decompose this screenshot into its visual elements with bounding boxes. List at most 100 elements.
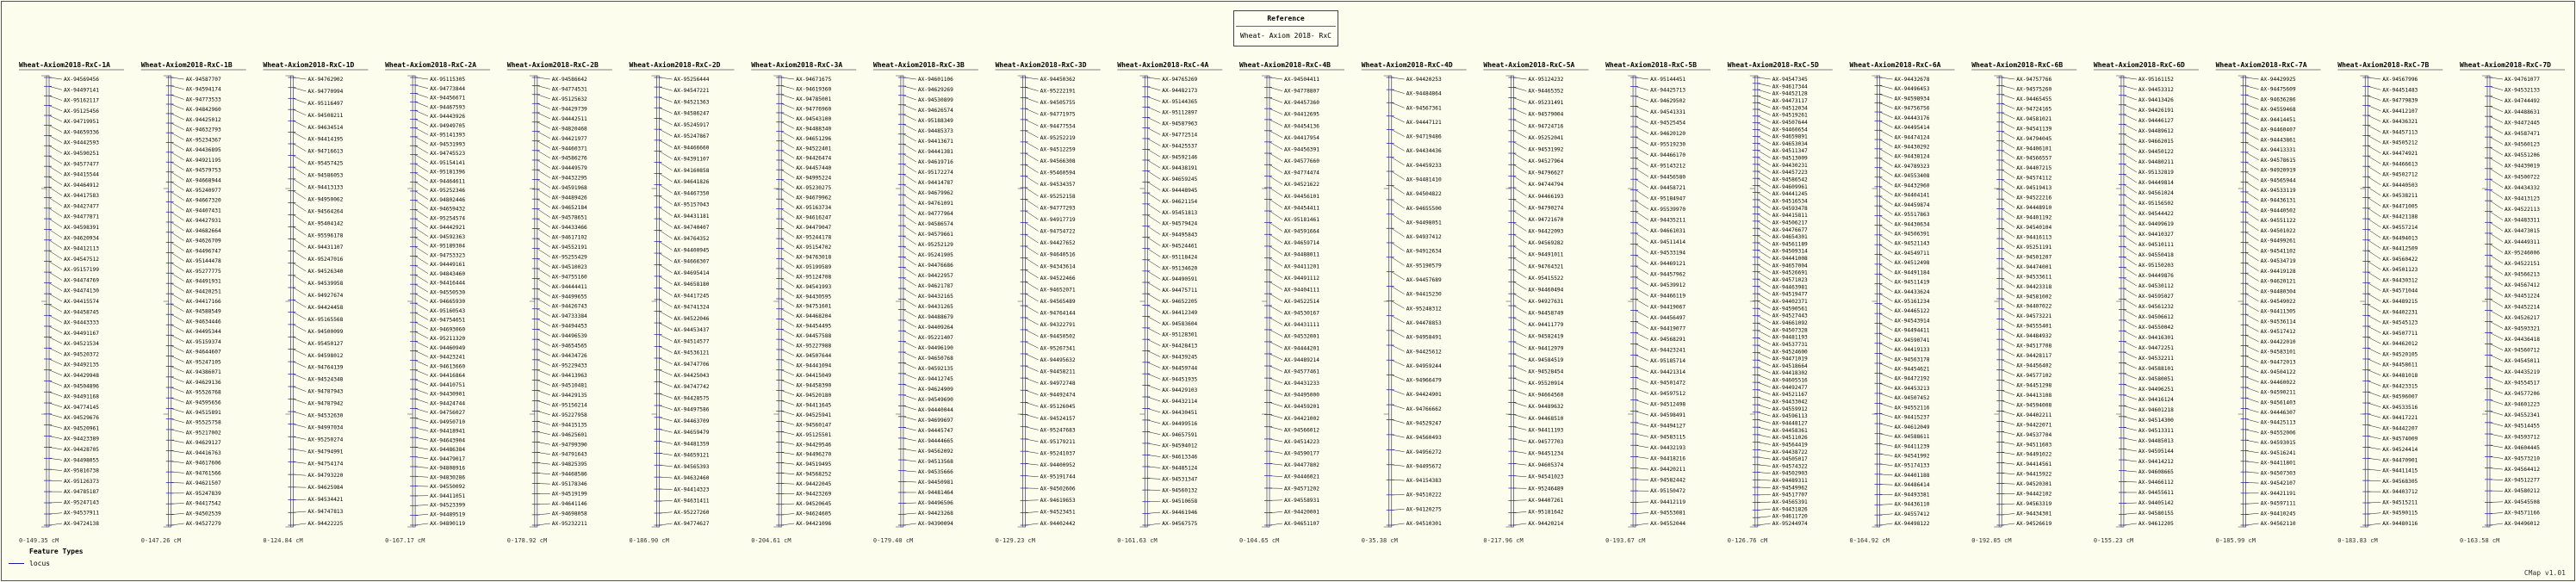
- marker-label: AX-95161152: [2138, 77, 2174, 83]
- marker-label: AX-94949705: [430, 123, 465, 129]
- marker-label: AX-94436321: [2382, 119, 2418, 125]
- marker-connector: [1269, 365, 1283, 372]
- marker-label: AX-94619653: [1040, 498, 1076, 504]
- marker-label: AX-94420214: [1528, 521, 1563, 527]
- marker-label: AX-94519477: [1772, 292, 1808, 298]
- marker-label: AX-94569456: [64, 77, 99, 83]
- marker-connector: [903, 351, 916, 359]
- marker-label: AX-95156214: [552, 402, 587, 408]
- marker-label: AX-94411051: [430, 493, 465, 499]
- marker-connector: [1391, 115, 1405, 123]
- marker-label: AX-94431265: [918, 304, 953, 310]
- marker-label: AX-94512498: [1650, 402, 1685, 408]
- marker-label: AX-94537731: [1772, 342, 1808, 348]
- marker-label: AX-94526691: [1772, 270, 1808, 276]
- marker-label: AX-94532211: [2138, 356, 2174, 362]
- marker-label: AX-94511347: [1772, 148, 1808, 154]
- marker-label: AX-94651296: [796, 136, 831, 142]
- marker-connector: [1025, 293, 1039, 302]
- marker-connector: [415, 102, 429, 108]
- marker-connector: [1757, 367, 1771, 374]
- marker-label: AX-94632460: [674, 475, 710, 481]
- marker-connector: [414, 302, 429, 311]
- marker-label: AX-95178346: [552, 481, 587, 487]
- marker-label: AX-94449814: [2138, 180, 2174, 186]
- marker-label: AX-94580212: [2505, 488, 2540, 494]
- marker-connector: [1391, 102, 1405, 108]
- marker-connector: [1147, 396, 1161, 402]
- marker-label: AX-94583101: [2261, 350, 2296, 356]
- marker-label: AX-94547345: [1772, 77, 1808, 83]
- marker-label: AX-94474921: [2382, 151, 2418, 157]
- chromosome-axis: [289, 75, 294, 528]
- marker-label: AX-94564264: [307, 208, 343, 214]
- marker-connector: [1879, 85, 1893, 90]
- marker-label: AX-94495672: [1406, 463, 1442, 469]
- marker-connector: [1025, 141, 1039, 150]
- marker-label: AX-94472445: [2505, 120, 2540, 126]
- marker-connector: [659, 441, 673, 444]
- marker-label: AX-94766662: [1406, 406, 1442, 412]
- marker-connector: [1391, 89, 1405, 94]
- marker-connector: [903, 267, 917, 276]
- marker-connector: [171, 85, 184, 90]
- marker-label: AX-94956272: [1406, 449, 1442, 455]
- marker-label: AX-94561189: [1772, 241, 1808, 247]
- marker-label: AX-94774145: [64, 405, 99, 411]
- marker-label: AX-94496747: [186, 248, 221, 254]
- marker-label: AX-94567361: [1406, 105, 1442, 111]
- marker-connector: [1269, 210, 1283, 220]
- marker-connector: [1391, 449, 1405, 452]
- marker-label: AX-94474130: [64, 288, 99, 294]
- marker-connector: [48, 115, 63, 122]
- marker-connector: [781, 218, 795, 228]
- marker-label: AX-94794045: [2016, 136, 2051, 142]
- marker-label: AX-94411645: [796, 402, 831, 408]
- marker-connector: [537, 400, 550, 406]
- marker-label: AX-94417954: [1284, 135, 1319, 141]
- marker-label: AX-94413963: [552, 373, 587, 379]
- marker-connector: [415, 369, 429, 376]
- marker-connector: [903, 288, 917, 297]
- marker-connector: [1636, 355, 1649, 362]
- marker-connector: [1757, 122, 1771, 130]
- marker-connector: [2002, 452, 2015, 455]
- marker-connector: [2002, 359, 2015, 366]
- marker-connector: [1879, 313, 1893, 321]
- marker-label: AX-94424744: [430, 400, 465, 406]
- marker-label: AX-94552341: [2505, 412, 2540, 418]
- marker-connector: [537, 150, 550, 158]
- marker-connector: [2123, 288, 2138, 297]
- marker-label: AX-95451813: [1162, 210, 1197, 216]
- marker-label: AX-94744794: [1528, 182, 1563, 188]
- marker-label: AX-94613660: [430, 363, 465, 369]
- marker-connector: [1147, 443, 1161, 446]
- marker-label: AX-94733384: [552, 313, 587, 319]
- marker-label: AX-94435219: [2505, 369, 2540, 375]
- marker-connector: [414, 331, 429, 339]
- marker-connector: [2245, 293, 2259, 302]
- marker-label: AX-94578651: [552, 215, 587, 221]
- marker-label: AX-94439245: [1162, 355, 1197, 361]
- marker-label: AX-94492135: [64, 362, 99, 368]
- marker-label: AX-94542107: [2261, 480, 2296, 486]
- marker-label: AX-94793220: [307, 473, 343, 479]
- marker-label: AX-95126045: [1040, 404, 1076, 410]
- chromosome-axis: [1144, 75, 1148, 528]
- marker-label: AX-94631411: [674, 498, 710, 505]
- marker-label: AX-94414451: [2261, 117, 2296, 123]
- marker-label: AX-94506612: [2138, 314, 2174, 320]
- marker-label: AX-94412745: [918, 376, 953, 382]
- marker-label: AX-94524600: [1772, 349, 1808, 355]
- marker-label: AX-94509314: [1772, 249, 1808, 255]
- marker-connector: [2123, 319, 2138, 328]
- marker-connector: [2002, 238, 2015, 248]
- marker-connector: [2245, 356, 2259, 362]
- marker-connector: [2123, 104, 2137, 111]
- marker-label: AX-94423318: [2016, 284, 2051, 290]
- marker-label: AX-94550042: [2138, 325, 2174, 331]
- marker-label: AX-94629127: [186, 440, 221, 446]
- marker-label: AX-94417583: [64, 193, 99, 199]
- marker-label: AX-94555401: [2016, 324, 2051, 330]
- marker-connector: [2245, 408, 2259, 413]
